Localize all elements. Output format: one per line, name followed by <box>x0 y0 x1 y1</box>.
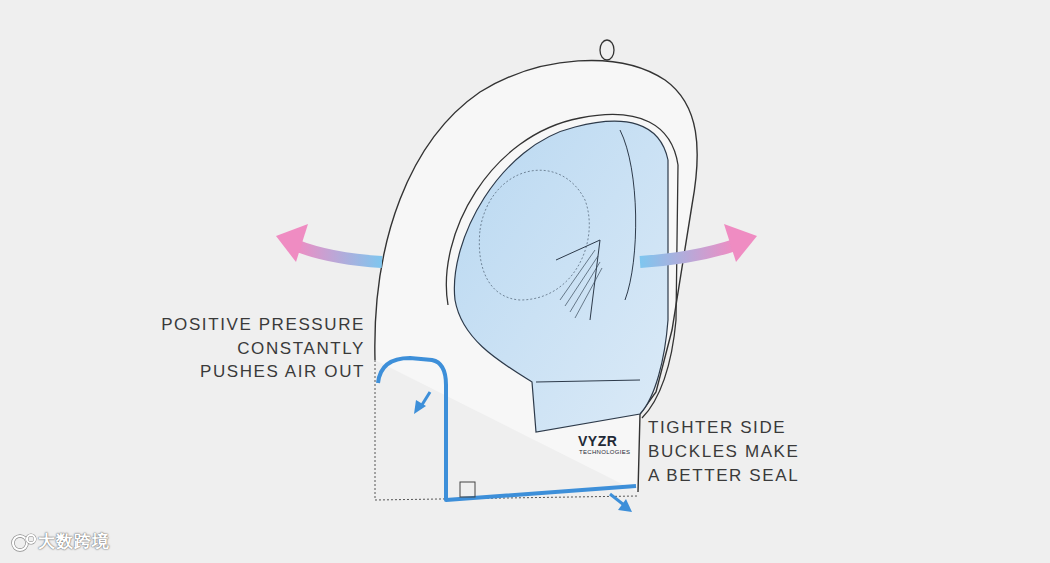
airflow-head <box>414 400 426 414</box>
pressure-arrow <box>295 245 382 262</box>
callout-note: POSITIVE PRESSURE CONSTANTLY PUSHES AIR … <box>161 313 365 384</box>
visor <box>454 121 668 432</box>
airflow-arrow <box>610 494 624 505</box>
pressure-arrow-head <box>276 224 308 262</box>
pressure-arrow-head <box>724 224 757 262</box>
visor-seam <box>536 130 640 382</box>
airflow-head <box>618 499 632 512</box>
airflow-path <box>378 358 636 500</box>
brand-mark: VYZR <box>578 433 617 449</box>
buckle <box>460 482 475 497</box>
vent-lines <box>560 250 602 318</box>
visor-detail <box>479 170 589 300</box>
pressure-arrow <box>640 245 735 262</box>
watermark-logo <box>13 535 35 550</box>
watermark: 大数跨境 <box>38 531 110 553</box>
brand-subtitle: TECHNOLOGIES <box>579 449 630 456</box>
callout-note: TIGHTER SIDE BUCKLES MAKE A BETTER SEAL <box>648 416 799 488</box>
hang-loop <box>600 40 614 60</box>
